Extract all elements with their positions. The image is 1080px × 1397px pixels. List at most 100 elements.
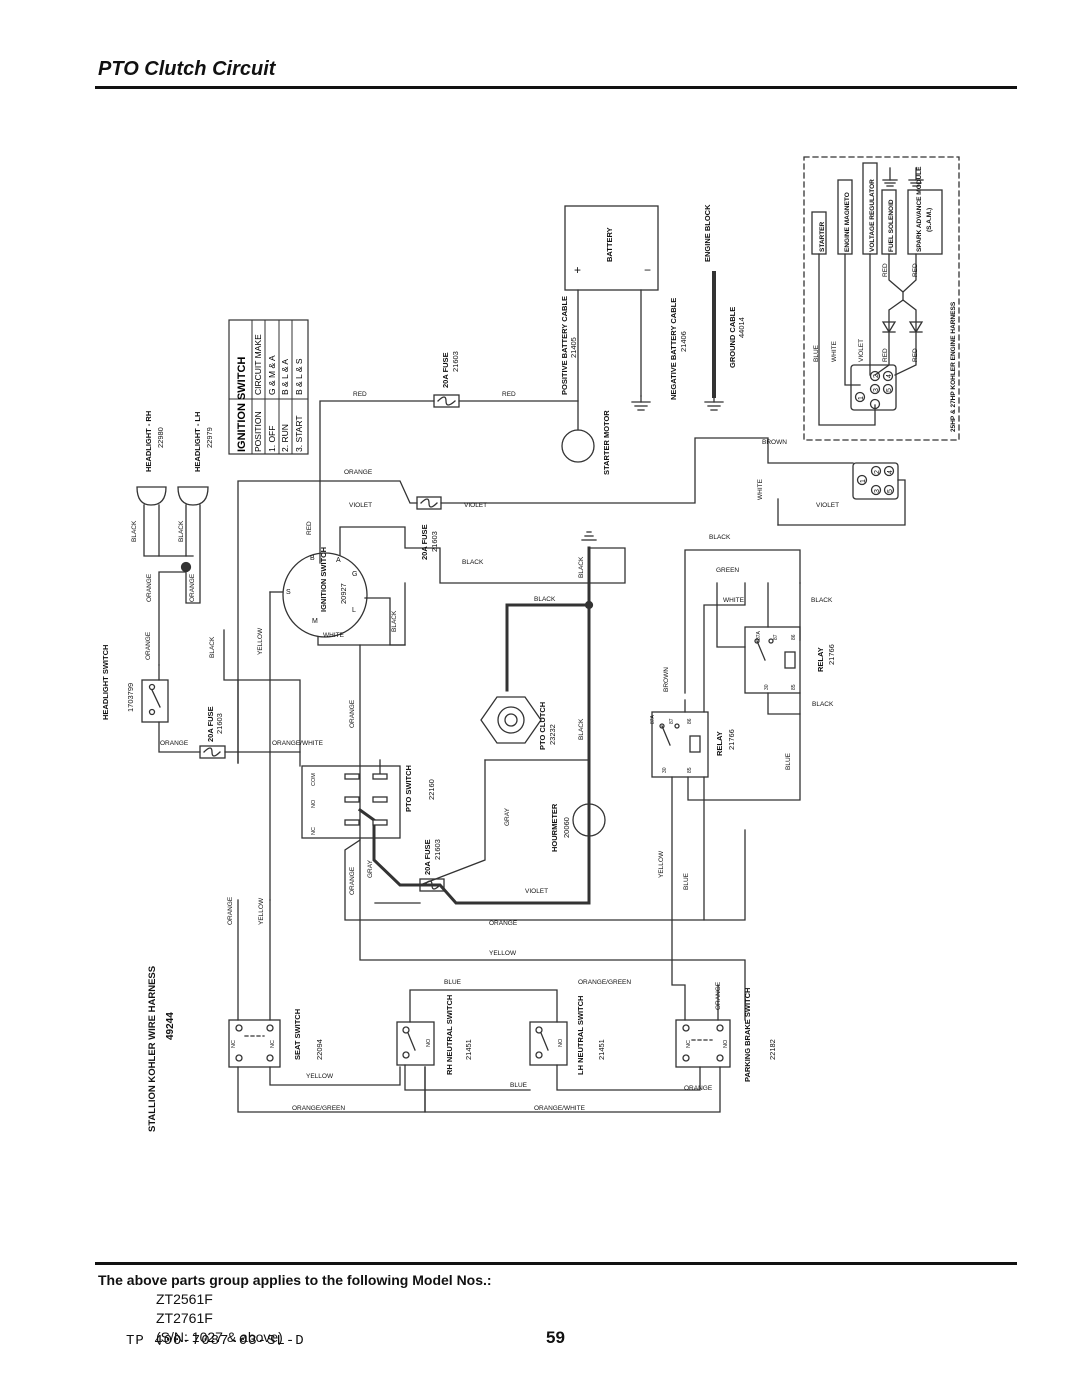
svg-text:CIRCUIT MAKE: CIRCUIT MAKE: [253, 334, 263, 395]
svg-text:30: 30: [764, 684, 770, 690]
ground-icon: [631, 401, 651, 411]
svg-text:+: +: [574, 263, 581, 277]
svg-text:G: G: [352, 571, 357, 578]
svg-text:87: 87: [773, 634, 779, 640]
svg-text:22979: 22979: [205, 427, 214, 448]
harness-connector: [852, 462, 899, 500]
ground-cable-label: GROUND CABLE: [728, 307, 737, 368]
svg-text:BLUE: BLUE: [813, 344, 820, 362]
svg-text:3: 3: [873, 388, 880, 392]
svg-text:30: 30: [662, 767, 668, 773]
svg-text:87A: 87A: [650, 714, 656, 724]
svg-text:YELLOW: YELLOW: [257, 627, 264, 655]
ignition-table: IGNITION SWITCH POSITION CIRCUIT MAKE 1.…: [228, 319, 309, 455]
svg-text:2: 2: [873, 374, 880, 378]
svg-text:ORANGE: ORANGE: [489, 920, 518, 927]
pto-clutch-shape: [480, 696, 542, 744]
svg-text:NC: NC: [686, 1040, 692, 1048]
svg-text:BLACK: BLACK: [462, 559, 484, 566]
svg-text:85: 85: [791, 684, 797, 690]
svg-text:20927: 20927: [339, 583, 348, 604]
spark-advance-box: [907, 189, 943, 255]
svg-text:BLACK: BLACK: [391, 610, 398, 632]
svg-text:ORANGE: ORANGE: [715, 981, 722, 1010]
svg-text:RED: RED: [912, 348, 919, 362]
svg-text:FUEL SOLENOID: FUEL SOLENOID: [888, 199, 895, 252]
svg-text:M: M: [312, 618, 318, 625]
svg-text:21603: 21603: [433, 839, 442, 860]
svg-text:87A: 87A: [756, 630, 762, 640]
svg-text:STARTER: STARTER: [819, 221, 826, 252]
svg-text:GRAY: GRAY: [504, 807, 511, 826]
svg-text:VIOLET: VIOLET: [349, 502, 372, 509]
svg-text:BLACK: BLACK: [812, 701, 834, 708]
svg-text:SPARK ADVANCE MODULE: SPARK ADVANCE MODULE: [916, 166, 923, 252]
neg-cable-label: NEGATIVE BATTERY CABLE: [669, 298, 678, 400]
headlight-switch-box: [141, 679, 169, 723]
ground-icon: [581, 531, 597, 541]
svg-text:ORANGE: ORANGE: [344, 469, 373, 476]
svg-text:BLUE: BLUE: [444, 979, 462, 986]
pos-cable-label: POSITIVE BATTERY CABLE: [560, 296, 569, 395]
svg-text:NC: NC: [231, 1040, 237, 1048]
engine-harness-label: 25HP & 27HP KOHLER ENGINE HARNESS: [950, 301, 957, 432]
svg-text:5: 5: [886, 388, 893, 392]
headlight-rh-label: HEADLIGHT - RH: [144, 411, 153, 472]
engine-block-label: ENGINE BLOCK: [703, 204, 712, 262]
svg-text:22980: 22980: [156, 427, 165, 448]
svg-text:BLACK: BLACK: [178, 520, 185, 542]
svg-text:ORANGE: ORANGE: [160, 740, 189, 747]
svg-text:86: 86: [687, 718, 693, 724]
pto-switch-box: [301, 765, 401, 839]
model-item: ZT2761F: [156, 1310, 213, 1326]
fuse-left-label: 20A FUSE: [206, 706, 215, 742]
battery-label: BATTERY: [605, 227, 614, 262]
svg-text:86: 86: [791, 634, 797, 640]
svg-text:4: 4: [887, 470, 894, 474]
svg-text:21766: 21766: [727, 729, 736, 750]
svg-text:VIOLET: VIOLET: [464, 502, 487, 509]
pto-switch-label: PTO SWITCH: [404, 765, 413, 812]
svg-text:RED: RED: [882, 263, 889, 277]
svg-text:ORANGE: ORANGE: [145, 631, 152, 660]
svg-text:GRAY: GRAY: [367, 859, 374, 878]
relay-upper-label: RELAY: [816, 647, 825, 672]
rh-neutral-switch-box: [396, 1021, 435, 1066]
svg-text:21603: 21603: [215, 713, 224, 734]
fuse-bottom-label: 20A FUSE: [423, 839, 432, 875]
svg-text:87: 87: [669, 718, 675, 724]
svg-text:21603: 21603: [430, 531, 439, 552]
svg-text:BLACK: BLACK: [209, 636, 216, 658]
svg-text:RED: RED: [353, 391, 367, 398]
svg-text:22094: 22094: [315, 1039, 324, 1060]
wiring-diagram: IGNITION SWITCH POSITION CIRCUIT MAKE 1.…: [101, 156, 960, 1132]
headlight-rh-shape: [136, 486, 167, 506]
headlight-lh-shape: [177, 486, 209, 506]
svg-text:NO: NO: [723, 1039, 729, 1048]
fuse-violet: [416, 496, 442, 510]
relay-upper-box: [744, 626, 801, 694]
svg-text:VIOLET: VIOLET: [816, 502, 839, 509]
svg-text:22182: 22182: [768, 1039, 777, 1060]
svg-text:YELLOW: YELLOW: [489, 950, 517, 957]
lh-neutral-switch-box: [529, 1021, 568, 1066]
svg-text:POSITION: POSITION: [253, 411, 263, 452]
svg-text:A: A: [336, 557, 341, 564]
svg-text:85: 85: [687, 767, 693, 773]
svg-text:(S.A.M.): (S.A.M.): [926, 208, 933, 232]
parking-brake-switch-box: [675, 1019, 731, 1068]
model-item: ZT2561F: [156, 1291, 213, 1307]
svg-text:S: S: [286, 589, 291, 596]
ground-icon: [704, 401, 724, 411]
svg-text:L: L: [352, 607, 356, 614]
engine-harness-box: [803, 156, 960, 441]
svg-text:22160: 22160: [427, 779, 436, 800]
svg-text:ORANGE/WHITE: ORANGE/WHITE: [534, 1105, 586, 1112]
model-item: (S/N: 1027 & above): [156, 1329, 283, 1345]
headlight-lh-label: HEADLIGHT - LH: [193, 412, 202, 472]
svg-text:ORANGE: ORANGE: [349, 699, 356, 728]
relay-lower-label: RELAY: [715, 731, 724, 756]
svg-text:BLACK: BLACK: [534, 596, 556, 603]
relay-lower-box: [651, 711, 709, 778]
svg-text:BLACK: BLACK: [578, 718, 585, 740]
